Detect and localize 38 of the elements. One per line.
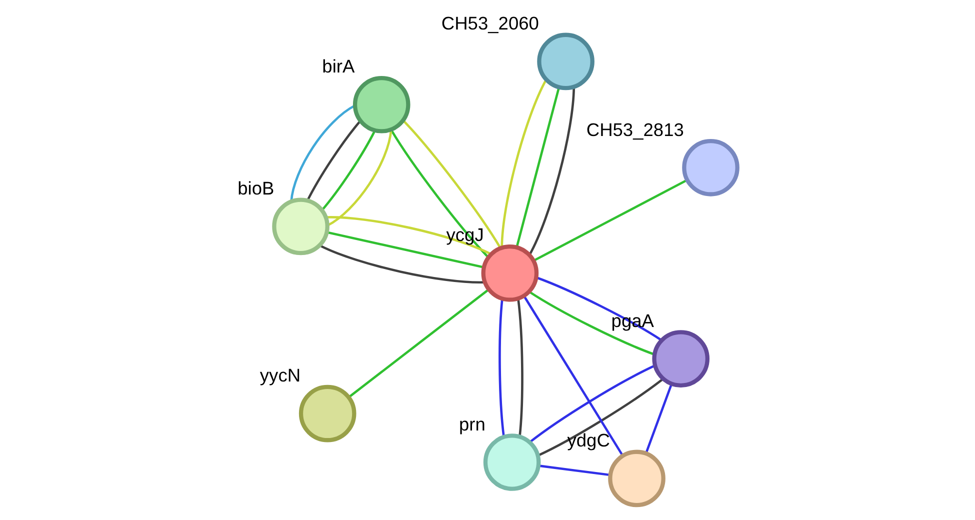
connector: [498, 298, 505, 437]
connector: [645, 384, 673, 454]
node-circle: [483, 434, 541, 491]
connector: [538, 464, 610, 476]
connector: [536, 276, 662, 342]
connector: [500, 79, 548, 248]
node-label: birA: [322, 56, 355, 77]
node-circle: [682, 139, 740, 196]
connector: [528, 290, 655, 356]
node-circle: [481, 244, 539, 302]
node-circle: [537, 32, 594, 90]
connector: [516, 87, 560, 248]
node-label: prn: [458, 413, 486, 434]
node-circle: [608, 450, 666, 508]
node-circle: [272, 198, 330, 256]
node-label: CH53_2813: [586, 118, 684, 140]
connector: [320, 244, 485, 284]
connector: [326, 216, 492, 256]
connector: [306, 120, 362, 202]
connector: [528, 87, 576, 256]
node-circle: [652, 330, 710, 388]
node-circle: [352, 76, 410, 134]
connector: [538, 378, 664, 456]
connector: [348, 288, 489, 398]
node-label: bioB: [238, 178, 274, 199]
node-label: ydgC: [567, 430, 610, 451]
connector: [533, 179, 688, 262]
connector: [321, 130, 376, 212]
node-label: CH53_2060: [441, 12, 539, 34]
node-circle: [298, 384, 356, 442]
connector: [523, 295, 624, 456]
connector: [517, 298, 524, 437]
connector: [390, 129, 490, 258]
node-label: yycN: [260, 364, 301, 386]
connector: [326, 231, 484, 268]
connector: [402, 120, 502, 249]
connector: [290, 104, 356, 202]
connector: [529, 364, 656, 443]
